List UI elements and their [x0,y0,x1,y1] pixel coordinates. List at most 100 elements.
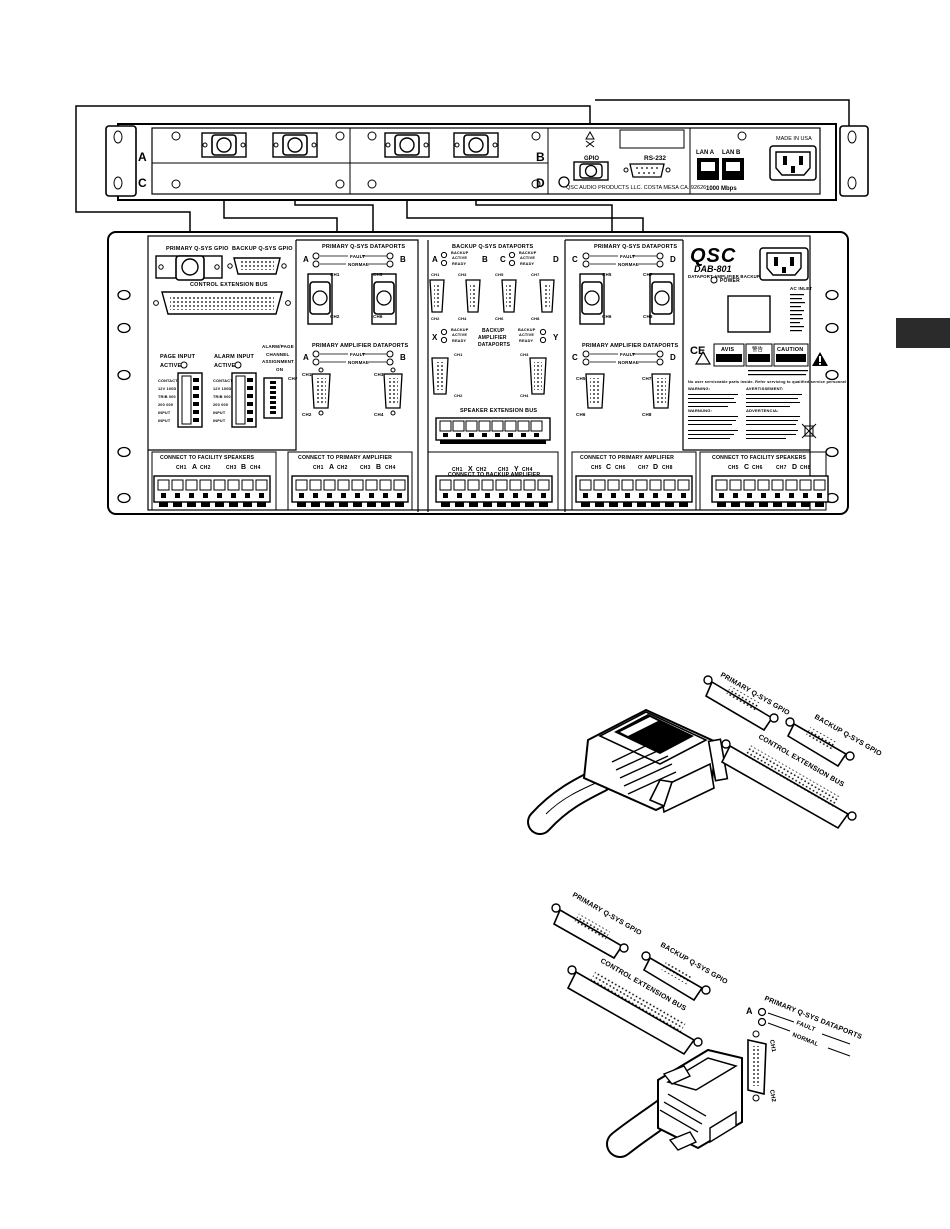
dab-primary-gpio-port[interactable] [155,255,223,281]
dab-ch-hash-label: CH# [288,376,298,381]
amp-dataport-2[interactable] [272,132,318,158]
dab-primary-dataport-ch7-cd[interactable] [649,273,675,325]
svg-text:A: A [432,255,438,264]
rack-hole [113,176,123,190]
speaker-terminal-block[interactable] [153,475,271,507]
speaker-terminal-block[interactable] [575,475,693,507]
dab-ctrl-ext-bus-label: CONTROL EXTENSION BUS [190,282,268,288]
speaker-terminal-block[interactable] [291,475,409,507]
svg-text:CH4: CH4 [250,465,261,471]
svg-text:CONTACT: CONTACT [213,379,233,383]
svg-text:AVERTISSEMENT:: AVERTISSEMENT: [746,386,783,391]
svg-text:CH8: CH8 [531,316,540,321]
svg-text:CH3: CH3 [226,465,237,471]
dab-alarm-page-label-1: ALARM/PAGE [262,344,294,349]
svg-text:CH3: CH3 [520,352,529,357]
svg-text:CH1: CH1 [176,465,187,471]
svg-text:A: A [746,1006,753,1016]
speaker-terminal-block[interactable] [711,475,829,507]
svg-text:NORMAL: NORMAL [791,1032,819,1048]
speaker-terminal-blocks[interactable] [153,475,829,507]
dab-amp-db-port-ch1[interactable] [311,367,331,416]
dab-primary-dataport-ch5-cd[interactable] [579,273,605,325]
dab-amp-db-port-ch3[interactable] [383,367,403,416]
svg-text:CH2: CH2 [330,314,340,319]
svg-text:CH8: CH8 [643,314,653,319]
dab-primary-dataport-ch5[interactable] [371,273,397,325]
svg-text:CH7: CH7 [776,465,787,471]
svg-text:CH4: CH4 [522,467,533,473]
dab-brand-logo: QSC [690,245,736,267]
svg-text:CH2: CH2 [302,412,312,417]
dab-caution-label: CAUTION [777,347,803,353]
amp-lan-speed: 1000 Mbps [706,186,737,192]
dab-alarm-input-terminal[interactable] [231,372,257,428]
amp-dataport-3[interactable] [384,132,430,158]
dab-safety-text-block [748,370,808,376]
dab-backup-amp-dataports-2: AMPLIFIER [478,335,507,341]
amp-rack-ear-left [105,125,137,197]
svg-text:B: B [400,255,406,264]
dab-amp-db-ports-cd[interactable] [585,373,671,409]
amp-rs232-label: RS-232 [644,155,666,162]
svg-text:CH5: CH5 [576,376,586,381]
amp-warning-icon [585,130,595,148]
svg-text:B: B [376,464,381,471]
dab-alarm-page-label-3: ASSIGNMENT [262,359,294,364]
dab-ac-power-inlet[interactable] [759,247,809,281]
dab-primary-gpio-label: PRIMARY Q-SYS GPIO [166,246,229,252]
dab-primary-dataport-ch1[interactable] [307,273,333,325]
svg-text:NORMAL: NORMAL [348,262,369,267]
dab-connect-primary-cd: CONNECT TO PRIMARY AMPLIFIER [580,455,674,461]
speaker-terminal-block[interactable] [435,475,553,507]
svg-text:X: X [468,466,473,473]
svg-text:BACKUP: BACKUP [451,328,469,332]
dab-channel-dip-switch[interactable] [263,377,283,419]
amp-lan-b-label: LAN B [722,150,741,156]
dab-ac-inlet-label: AC INLET [790,286,812,291]
dab-connect-facility-cd: CONNECT TO FACILITY SPEAKERS [712,455,807,461]
svg-text:D: D [653,464,658,471]
svg-text:TRIB 000: TRIB 000 [158,395,176,399]
svg-text:READY: READY [519,339,534,343]
svg-text:CH3: CH3 [360,465,371,471]
svg-text:ACTIVE: ACTIVE [520,256,535,260]
svg-text:CH8: CH8 [642,412,652,417]
dab-backup-amp-dataports-1: BACKUP [482,328,505,334]
dab-primary-amp-dataports-ab: PRIMARY AMPLIFIER DATAPORTS [312,343,408,349]
dab-speaker-ext-bus-terminal[interactable] [435,417,551,444]
svg-text:CH1: CH1 [452,467,463,473]
dab-page-input-label: PAGE INPUT [160,354,196,360]
dab-page-input-terminal[interactable] [177,372,203,428]
svg-text:ADVERTENCIA:: ADVERTENCIA: [746,408,779,413]
amp-dataport-4[interactable] [453,132,499,158]
svg-text:FAULT: FAULT [350,352,365,357]
svg-text:CH1: CH1 [454,352,463,357]
amp-rack-ear-right [839,125,869,197]
amp-lan-a-port[interactable] [697,158,719,180]
dab-backup-gpio-port[interactable] [227,257,287,275]
svg-text:12V 100D: 12V 100D [158,387,177,391]
dab-bottom-terminal-sections [151,451,827,511]
amplifier-unit: A C B D [105,123,869,201]
amp-dataport-1[interactable] [201,132,247,158]
amp-label-plate [619,129,685,149]
svg-text:CH4: CH4 [458,316,467,321]
amp-power-inlet[interactable] [769,145,817,181]
dab-ctrl-ext-bus-port[interactable] [153,291,291,315]
svg-text:12V 100D: 12V 100D [213,387,232,391]
svg-text:C: C [572,353,578,362]
rack-hole [847,176,857,190]
dab-backup-qsys-dataports-label: BACKUP Q-SYS DATAPORTS [452,244,534,250]
dab-warn-cn-label: 警告 [752,345,764,353]
dab-backup-ports-row[interactable] [429,279,555,313]
amp-lan-b-port[interactable] [722,158,744,180]
lightning-warning-icon [694,350,712,365]
svg-text:A: A [303,255,309,264]
svg-text:CH7: CH7 [638,465,649,471]
amp-rs232-port[interactable] [623,163,671,178]
svg-text:B: B [241,464,246,471]
amp-gpio-port[interactable] [573,161,609,181]
dab-backup-amp-ports[interactable] [431,357,547,395]
